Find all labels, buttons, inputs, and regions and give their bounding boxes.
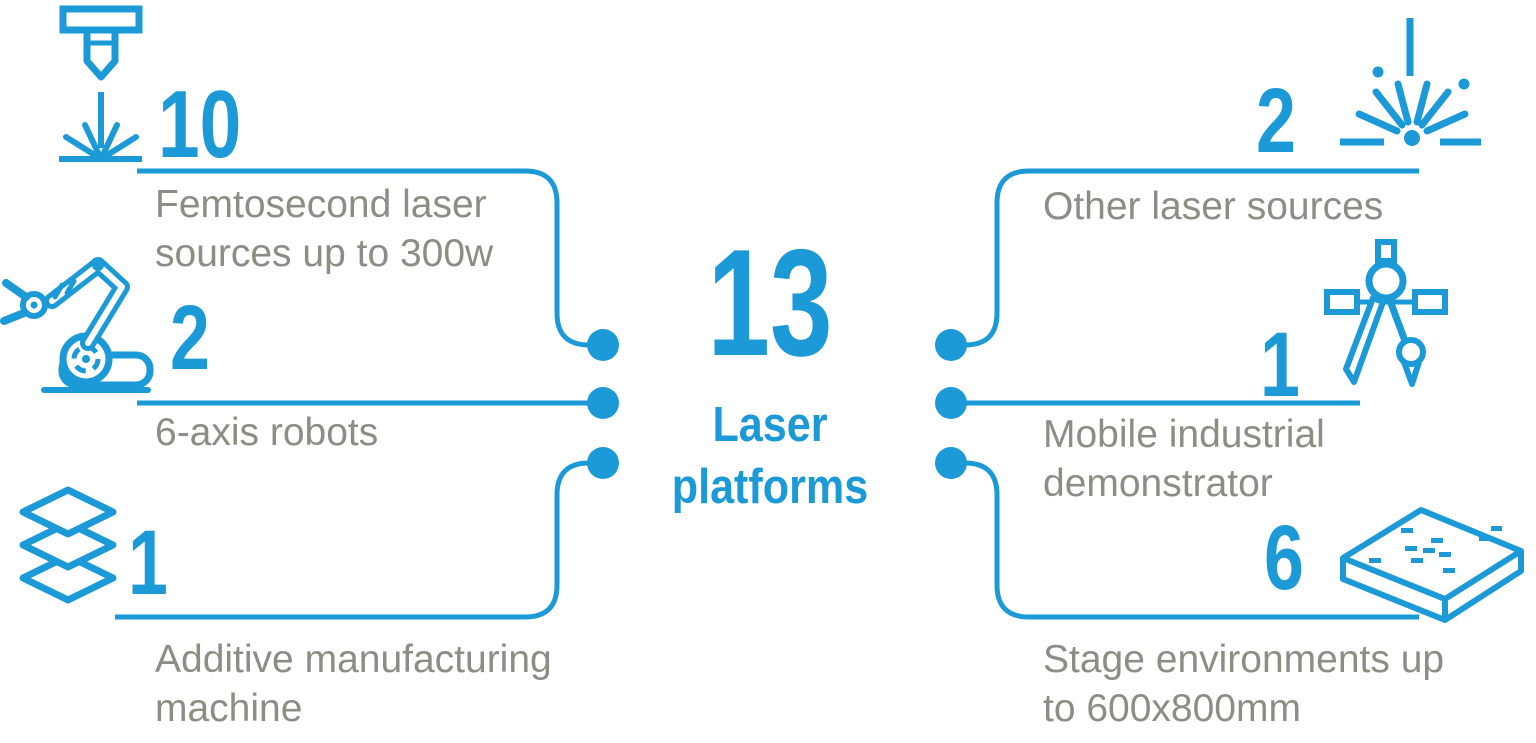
center-title-line1: Laser <box>712 398 828 452</box>
stat-value-other-lasers: 2 <box>1256 70 1296 172</box>
stat-value-femtosecond: 10 <box>158 71 242 178</box>
node-dot-right-bottom <box>935 447 967 479</box>
stat-label-robots-line1: 6-axis robots <box>155 411 379 454</box>
stat-value-stage: 6 <box>1264 507 1304 609</box>
stage-platform-icon <box>1340 507 1524 623</box>
stat-label-femtosecond-line1: Femtosecond laser <box>155 183 487 226</box>
stat-label-mobile-demo: Mobile industrial demonstrator <box>1043 410 1325 508</box>
stat-label-additive-line1: Additive manufacturing <box>155 638 552 681</box>
laser-spark-icon <box>1340 18 1481 146</box>
stat-label-mobile-demo-line2: demonstrator <box>1043 462 1273 505</box>
stat-label-other-lasers-line1: Other laser sources <box>1043 185 1384 228</box>
stat-label-other-lasers: Other laser sources <box>1043 182 1383 231</box>
connector-other-lasers <box>954 168 1419 348</box>
node-dot-right-mid <box>935 387 967 419</box>
connector-stage <box>954 460 1419 620</box>
connector-additive <box>115 460 600 620</box>
node-dot-left-bottom <box>587 447 619 479</box>
stat-value-additive: 1 <box>128 512 168 614</box>
drafting-compass-icon <box>1324 239 1448 387</box>
center-title: Laser platforms <box>634 394 907 518</box>
stat-label-stage-line2: to 600x800mm <box>1043 687 1301 730</box>
node-dot-left-mid <box>587 387 619 419</box>
layers-icon <box>19 486 117 604</box>
stat-label-femtosecond-line2: sources up to 300w <box>155 232 494 275</box>
node-dot-right-top <box>935 329 967 361</box>
connector-femtosecond <box>137 168 600 348</box>
stat-value-robots: 2 <box>170 287 210 389</box>
stat-label-stage-line1: Stage environments up <box>1043 638 1445 681</box>
center-total: 13 <box>650 227 890 379</box>
laser-cutting-head-icon <box>59 5 143 162</box>
stat-label-additive-line2: machine <box>155 687 303 730</box>
center-title-line2: platforms <box>671 460 869 514</box>
center-total-value: 13 <box>707 218 833 388</box>
node-dot-left-top <box>587 329 619 361</box>
stat-label-mobile-demo-line1: Mobile industrial <box>1043 413 1325 456</box>
stat-value-mobile-demo: 1 <box>1260 314 1300 416</box>
stat-label-stage: Stage environments up to 600x800mm <box>1043 635 1444 733</box>
stat-label-robots: 6-axis robots <box>155 408 378 457</box>
stat-label-additive: Additive manufacturing machine <box>155 635 552 733</box>
stat-label-femtosecond: Femtosecond laser sources up to 300w <box>155 180 493 278</box>
robot-arm-icon <box>0 257 154 393</box>
